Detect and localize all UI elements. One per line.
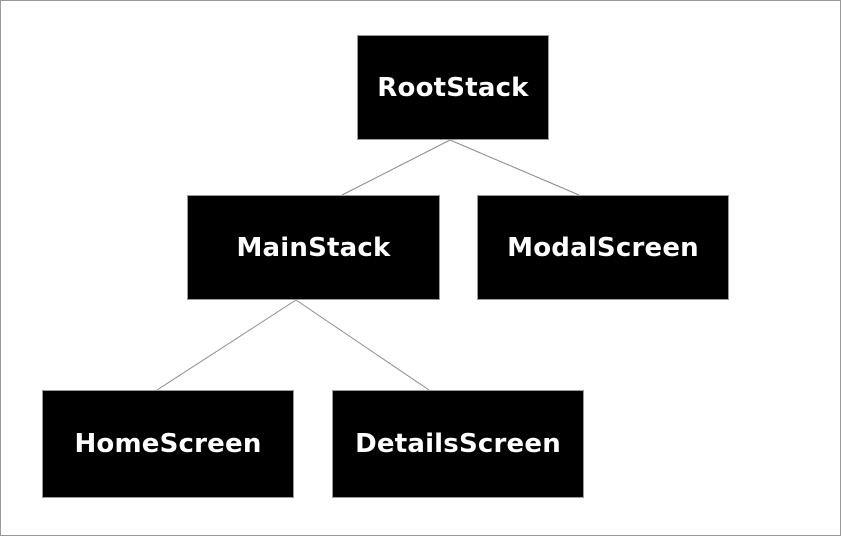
edge-root-to-modal: [449, 139, 580, 196]
node-label-main-stack: MainStack: [236, 232, 391, 263]
edge-main-to-home: [156, 299, 297, 391]
node-label-details-screen: DetailsScreen: [355, 429, 561, 459]
edge-root-to-main: [341, 139, 451, 196]
node-label-root-stack: RootStack: [377, 72, 529, 103]
node-home-screen[interactable]: HomeScreen: [42, 390, 294, 498]
node-label-home-screen: HomeScreen: [74, 429, 262, 459]
node-label-modal-screen: ModalScreen: [507, 232, 699, 263]
node-main-stack[interactable]: MainStack: [187, 195, 440, 300]
node-details-screen[interactable]: DetailsScreen: [332, 390, 584, 498]
node-root-stack[interactable]: RootStack: [357, 35, 549, 140]
node-modal-screen[interactable]: ModalScreen: [477, 195, 729, 300]
edge-main-to-details: [295, 299, 430, 391]
